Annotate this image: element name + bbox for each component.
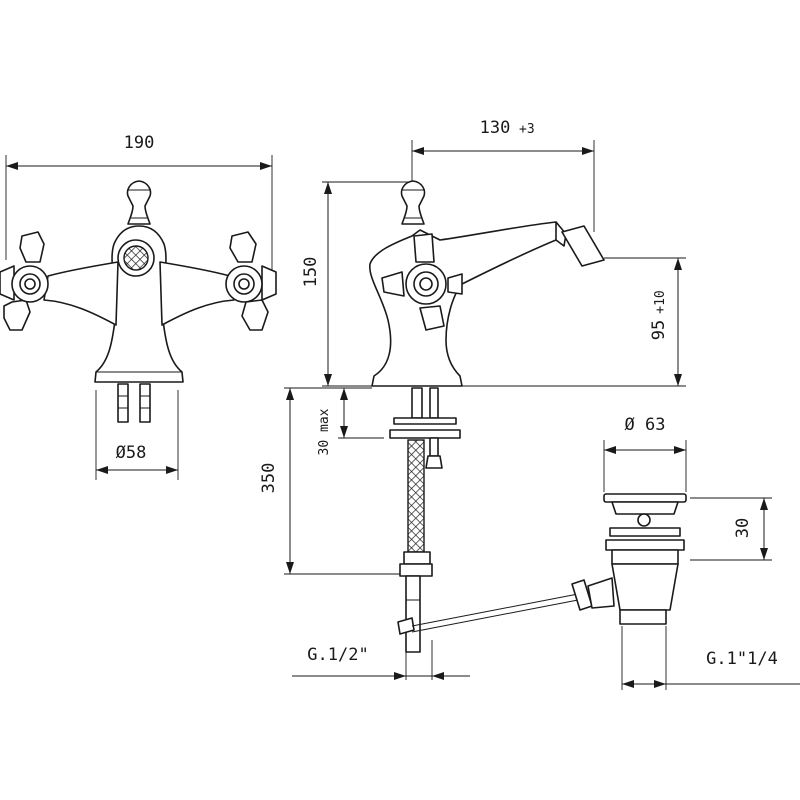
side-reach-tolerance: +3	[519, 122, 535, 137]
hose-length-label: 350	[259, 463, 279, 494]
side-reach-dimension: 130 +3	[411, 118, 595, 232]
inlet-thread-label: G.1/2"	[307, 645, 368, 665]
waste-thread-dimension: G.1"1/4	[621, 626, 800, 690]
waste-height-dimension: 30	[690, 497, 772, 561]
spout-height-label: 95	[649, 320, 669, 340]
waste-diameter-label: Ø 63	[625, 415, 666, 435]
front-width-label: 190	[124, 133, 155, 153]
side-under-fittings	[389, 387, 461, 653]
front-connectors	[117, 383, 151, 423]
spout-height-dimension: 95 +10	[462, 257, 686, 387]
spout-height-tolerance: +10	[653, 290, 668, 313]
side-view: 130 +3 150 95 +10	[259, 118, 686, 680]
front-faucet-body	[43, 180, 235, 383]
waste-height-label: 30	[733, 518, 753, 538]
front-right-handle	[225, 231, 277, 331]
side-reach-label: 130	[480, 118, 511, 138]
side-height-label: 150	[301, 257, 321, 288]
waste-valve	[587, 493, 687, 625]
front-base-dimension: Ø58	[95, 390, 179, 480]
popup-linkage	[397, 579, 593, 635]
front-left-handle	[0, 231, 49, 331]
max-thickness-dimension: 30 max	[284, 387, 384, 455]
front-width-dimension: 190	[5, 133, 273, 280]
side-faucet-body	[369, 180, 605, 387]
max-thickness-label: 30 max	[317, 408, 332, 455]
waste-assembly: Ø 63 30 G.1"1/4	[587, 415, 800, 690]
side-height-dimension: 150	[301, 181, 412, 387]
inlet-thread-dimension: G.1/2"	[292, 640, 470, 680]
waste-diameter-dimension: Ø 63	[603, 415, 687, 492]
hose-length-dimension: 350	[259, 388, 412, 575]
front-base-label: Ø58	[116, 443, 147, 463]
front-view: 190	[0, 133, 277, 480]
waste-thread-label: G.1"1/4	[706, 649, 778, 669]
